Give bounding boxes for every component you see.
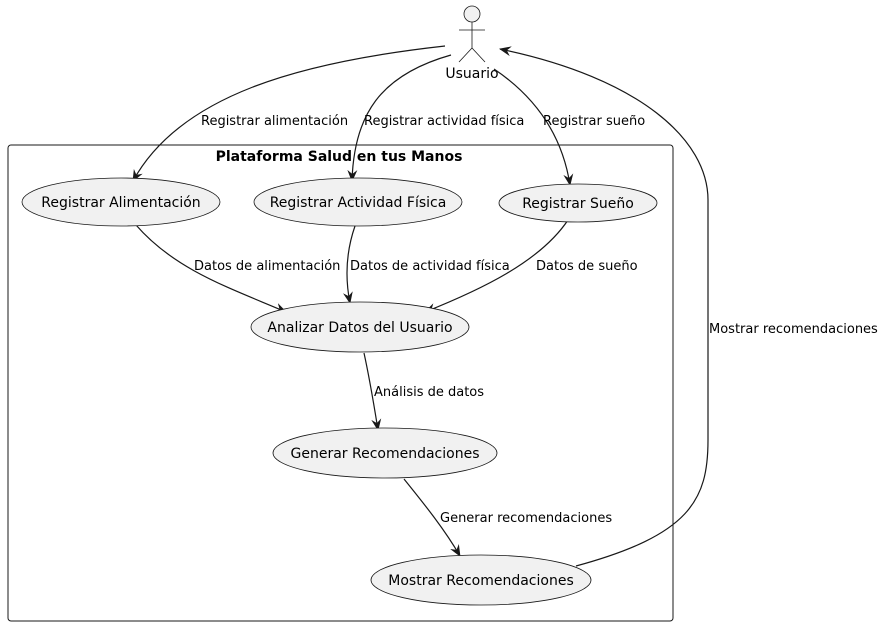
use-case-ellipse [370,554,592,606]
use-case-label: Generar Recomendaciones [291,446,480,462]
edge-analisis-datos [363,352,382,431]
use-case-label: Analizar Datos del Usuario [267,320,452,336]
edge-label-mostrar-recomendaciones: Mostrar recomendaciones [709,322,878,337]
edge-label-registrar-alimentacion: Registrar alimentación [201,114,348,129]
use-case-ellipse [498,183,658,223]
use-case-label: Registrar Actividad Física [270,195,447,211]
edge-datos-alimentacion [135,224,287,313]
system-boundary [7,144,674,622]
edge-mostrar-recomendaciones [499,46,709,567]
use-case-label: Registrar Sueño [522,196,634,212]
actor-usuario: Usuario [445,5,499,82]
edge-label-datos-sueno: Datos de sueño [536,259,638,274]
edge-registrar-actividad [347,54,452,182]
edge-datos-actividad [342,225,356,304]
edge-label-registrar-sueno: Registrar sueño [543,114,645,129]
edge-datos-sueno [424,219,569,313]
edge-registrar-sueno [493,68,574,186]
use-case-label: Mostrar Recomendaciones [388,573,573,589]
use-case-ellipse [21,177,221,227]
edge-registrar-alimentacion [132,45,446,182]
actor-left-leg [458,47,473,63]
edge-label-analisis-datos: Análisis de datos [374,385,484,400]
actor-label: Usuario [445,66,498,82]
use-case-generar-recomendaciones: Generar Recomendaciones [272,427,498,479]
actor-right-leg [471,47,486,63]
edge-label-generar-recomendaciones: Generar recomendaciones [440,511,612,526]
use-case-registrar-actividad: Registrar Actividad Física [253,177,463,227]
use-case-mostrar-recomendaciones: Mostrar Recomendaciones [370,554,592,606]
use-case-label: Registrar Alimentación [41,195,200,211]
use-case-ellipse [272,427,498,479]
use-case-analizar-datos: Analizar Datos del Usuario [250,301,470,353]
use-case-registrar-alimentacion: Registrar Alimentación [21,177,221,227]
edge-label-registrar-actividad: Registrar actividad física [364,114,524,129]
edge-label-datos-alimentacion: Datos de alimentación [194,259,340,274]
system-title: Plataforma Salud en tus Manos [216,149,463,165]
actor-head [463,5,481,23]
use-case-registrar-sueno: Registrar Sueño [498,183,658,223]
use-case-ellipse [253,177,463,227]
edge-label-datos-actividad: Datos de actividad física [350,259,510,274]
edge-generar-recomendaciones [403,478,461,557]
use-case-ellipse [250,301,470,353]
